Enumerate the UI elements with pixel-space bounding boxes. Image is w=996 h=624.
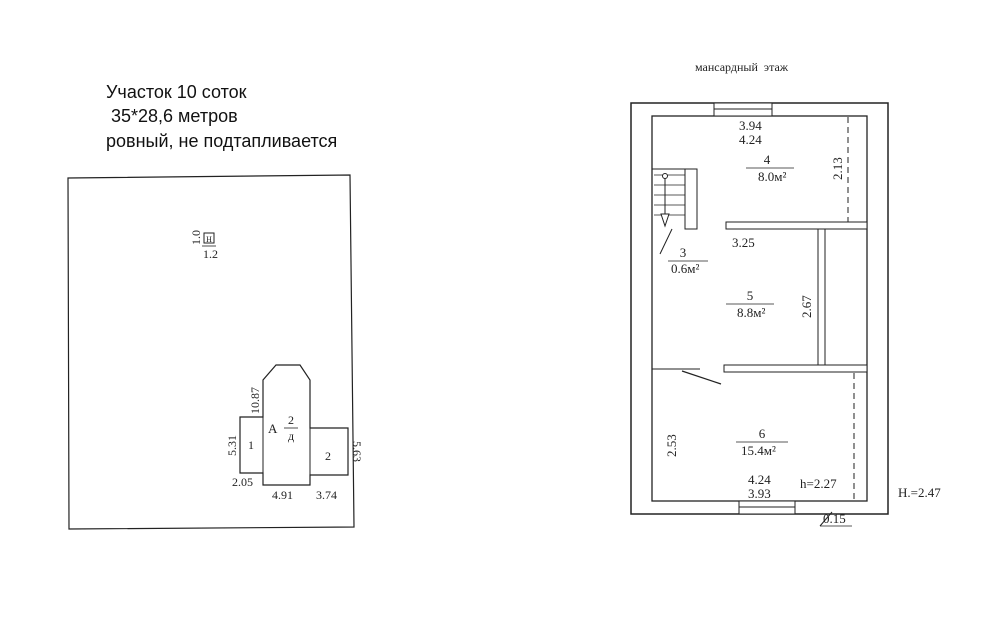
plot-boundary <box>67 174 355 530</box>
floor-plan: мансардный этаж <box>630 60 941 527</box>
dim-3-74: 3.74 <box>316 488 337 502</box>
small-outbuilding-dim-b: 1.2 <box>203 247 218 261</box>
stair-wall <box>684 168 698 230</box>
house-main-label: А <box>268 421 278 436</box>
dim-room5-width: 3.25 <box>732 235 755 250</box>
room3-num: 3 <box>680 245 687 260</box>
dim-5-31: 5.31 <box>225 435 239 456</box>
small-outbuilding <box>203 232 215 244</box>
house-main-letter: д <box>288 429 294 443</box>
dim-room5-height: 2.67 <box>799 295 814 318</box>
house-wing-right-num: 2 <box>325 449 331 463</box>
room6-num: 6 <box>759 426 766 441</box>
partition-5-6 <box>723 364 868 373</box>
dim-room4-height: 2.13 <box>830 157 845 180</box>
site-plan: Н 1.0 1.2 А 2 д 1 2 10.87 5.31 5.63 2.05… <box>67 174 364 530</box>
dim-5-63: 5.63 <box>350 441 364 462</box>
dim-offset-leader <box>819 511 833 527</box>
small-outbuilding-mark: Н <box>206 235 212 244</box>
room4-num: 4 <box>764 152 771 167</box>
total-height-label: Н.=2.47 <box>898 485 941 500</box>
small-outbuilding-dim-a: 1.0 <box>189 230 203 245</box>
stair-opening-line <box>659 228 673 255</box>
dim-top-outer: 4.24 <box>739 132 762 147</box>
house-wing-left-num: 1 <box>248 438 254 452</box>
room5-num: 5 <box>747 288 754 303</box>
house-footprint <box>239 364 349 486</box>
stair-icon <box>654 173 685 228</box>
room3-area: 0.6м² <box>671 261 699 276</box>
room6-area: 15.4м² <box>741 443 776 458</box>
dim-room-height: h=2.27 <box>800 476 837 491</box>
dim-bottom-outer: 4.24 <box>748 472 771 487</box>
floor-plan-title: мансардный этаж <box>695 60 789 74</box>
partition-5-vertical <box>817 228 826 366</box>
dim-room6-height: 2.53 <box>664 434 679 457</box>
dim-2-05: 2.05 <box>232 475 253 489</box>
room5-area: 8.8м² <box>737 305 765 320</box>
plot-terrain-text: ровный, не подтапливается <box>106 131 337 151</box>
plot-info: Участок 10 соток 35*28,6 метров ровный, … <box>106 82 337 151</box>
plot-area-text: Участок 10 соток <box>106 82 247 102</box>
partition-4-5 <box>725 221 868 230</box>
dim-4-91: 4.91 <box>272 488 293 502</box>
dim-bottom-inner: 3.93 <box>748 486 771 501</box>
plot-size-text: 35*28,6 метров <box>106 106 238 126</box>
dim-top-inner: 3.94 <box>739 118 762 133</box>
house-main-num: 2 <box>288 413 294 427</box>
dim-offset: 0.15 <box>823 511 846 526</box>
door-swing <box>681 370 722 385</box>
dim-10-87: 10.87 <box>248 387 262 414</box>
room4-area: 8.0м² <box>758 169 786 184</box>
